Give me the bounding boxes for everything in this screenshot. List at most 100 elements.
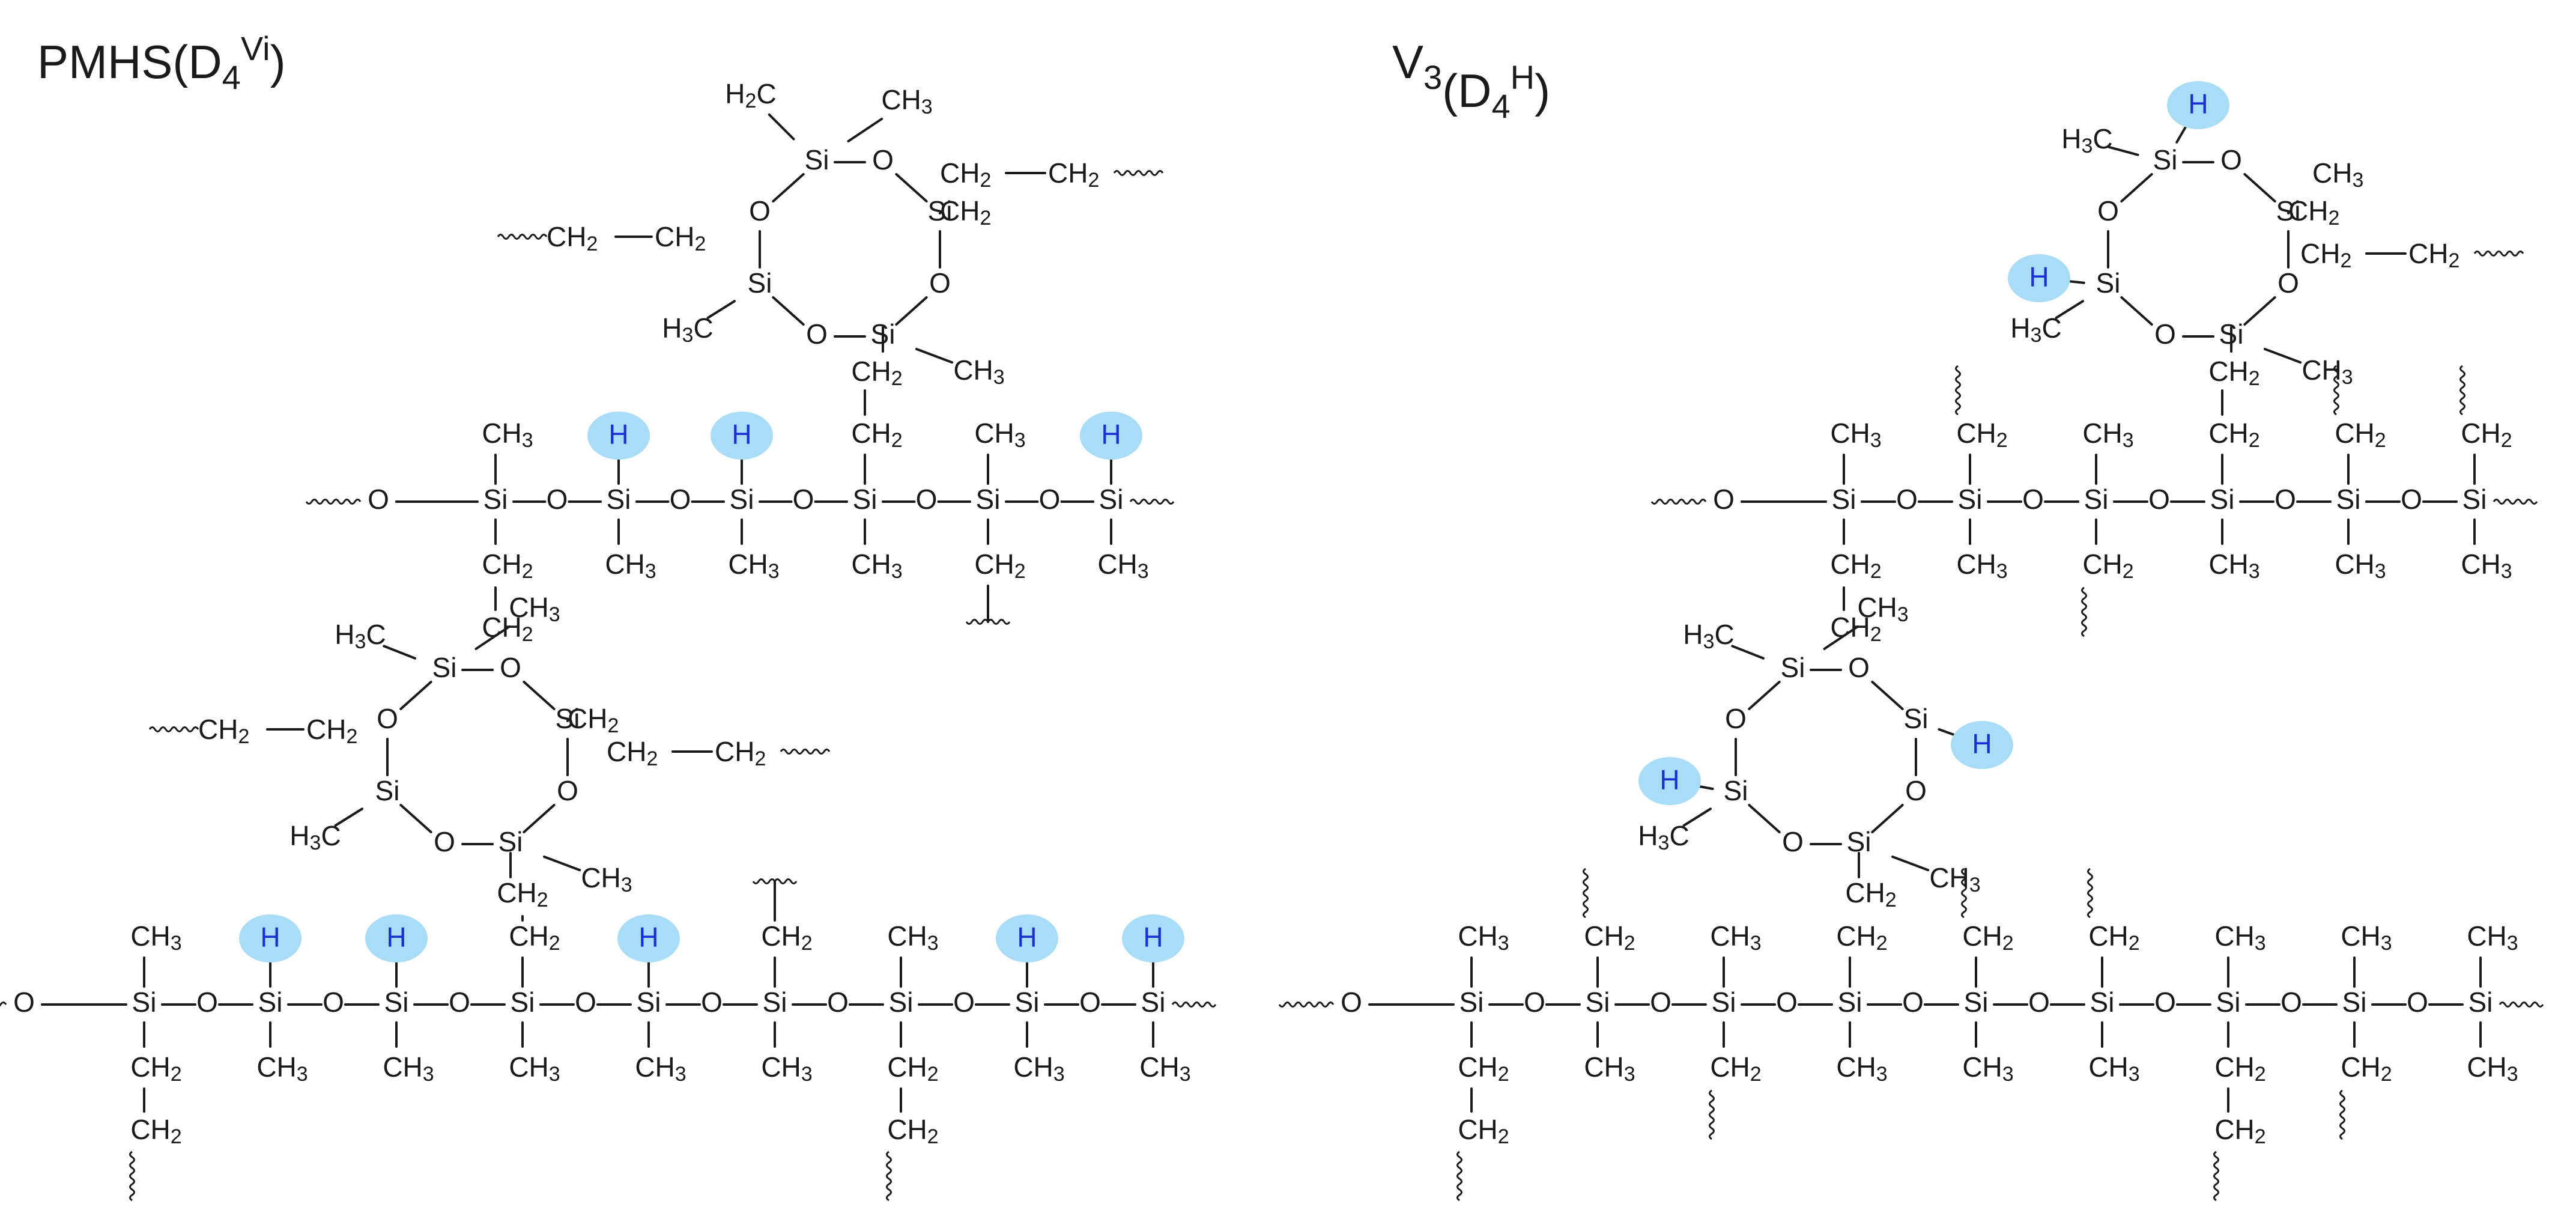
oxygen-atom: O bbox=[2407, 987, 2428, 1018]
si-h-highlight bbox=[996, 914, 1058, 962]
silicon-atom: Si bbox=[1712, 987, 1736, 1018]
chain-left-end bbox=[1278, 1002, 1335, 1008]
silicon-atom: Si bbox=[1958, 484, 1983, 515]
silicon-atom: Si bbox=[2210, 484, 2235, 515]
si-h-highlight bbox=[711, 412, 773, 460]
ring-bond bbox=[895, 173, 928, 202]
methylene-group: CH2 bbox=[1962, 920, 2013, 955]
methyl-group: CH3 bbox=[1013, 1051, 1064, 1086]
ring-silicon-atom: Si bbox=[928, 195, 953, 226]
methylene-group: CH2 bbox=[1956, 418, 2007, 452]
methylene-group: CH2 bbox=[2208, 418, 2259, 452]
ring-oxygen-atom: O bbox=[377, 703, 398, 734]
methyl-group: CH3 bbox=[1857, 592, 1908, 626]
methylene-group: CH2 bbox=[306, 714, 357, 748]
ring-bond bbox=[2120, 173, 2153, 202]
si-h-label: H bbox=[732, 419, 751, 450]
methylene-group: CH2 bbox=[1830, 549, 1881, 583]
ring-substituent-bond bbox=[1823, 625, 1859, 650]
methylene-group: CH2 bbox=[1048, 157, 1099, 192]
oxygen-atom: O bbox=[1896, 484, 1918, 515]
methylene-group: CH2 bbox=[1845, 877, 1896, 911]
ring-bond bbox=[2120, 296, 2153, 326]
oxygen-atom: O bbox=[2274, 484, 2296, 515]
ring-substituent-bond bbox=[1731, 645, 1765, 660]
methyl-group: CH3 bbox=[953, 354, 1004, 389]
methyl-group: CH3 bbox=[1830, 418, 1881, 452]
si-h-label: H bbox=[608, 419, 628, 450]
ring-silicon-atom: Si bbox=[805, 144, 829, 175]
oxygen-atom: O bbox=[2281, 987, 2302, 1018]
ring-substituent-bond bbox=[2108, 145, 2139, 156]
methyl-group: CH3 bbox=[1710, 920, 1761, 955]
methylene-group: CH2 bbox=[497, 877, 548, 911]
ring-bond bbox=[1748, 804, 1781, 833]
silicon-atom: Si bbox=[607, 484, 631, 515]
ethylene-bridge: CH2 CH2 bbox=[148, 714, 357, 748]
ring-substituent-bond bbox=[847, 118, 883, 142]
methyl-group: CH3 bbox=[2335, 549, 2386, 583]
silicon-atom: Si bbox=[132, 987, 157, 1018]
methyl-group: H3C bbox=[1638, 820, 1689, 854]
silicon-atom: Si bbox=[384, 987, 409, 1018]
chain-left-end bbox=[1650, 499, 1707, 505]
oxygen-atom: O bbox=[13, 987, 35, 1018]
methylene-group: CH2 bbox=[1830, 612, 1881, 646]
methylene-group: CH2 bbox=[198, 714, 249, 748]
si-h-highlight bbox=[239, 914, 302, 962]
silicon-atom: Si bbox=[2336, 484, 2361, 515]
methyl-group: CH3 bbox=[581, 862, 632, 896]
ring-bond bbox=[523, 681, 556, 710]
ring-bond bbox=[895, 296, 928, 326]
oxygen-atom: O bbox=[793, 484, 814, 515]
oxygen-atom: O bbox=[2154, 987, 2176, 1018]
crosslink-squiggle bbox=[780, 749, 831, 755]
si-h-highlight bbox=[1080, 412, 1142, 460]
methylene-group: CH2 bbox=[2082, 549, 2133, 583]
methyl-group: CH3 bbox=[1458, 920, 1509, 955]
si-h-highlight bbox=[617, 914, 680, 962]
silicon-atom: Si bbox=[2084, 484, 2109, 515]
ring-bond bbox=[1871, 804, 1904, 833]
ring-oxygen-atom: O bbox=[806, 318, 828, 350]
methyl-group: CH3 bbox=[2214, 920, 2265, 955]
methyl-group: CH3 bbox=[2088, 1051, 2139, 1086]
ring-silicon-atom: Si bbox=[2153, 144, 2178, 175]
ring-silicon-atom: Si bbox=[2276, 195, 2301, 226]
methyl-group: CH3 bbox=[2082, 418, 2133, 452]
silicon-atom: Si bbox=[511, 987, 535, 1018]
crosslink-squiggle bbox=[965, 619, 989, 625]
methyl-group: CH3 bbox=[130, 920, 181, 955]
oxygen-atom: O bbox=[1776, 987, 1798, 1018]
crosslink-squiggle bbox=[2339, 1089, 2345, 1140]
si-h-highlight bbox=[365, 914, 428, 962]
methyl-group: CH3 bbox=[2467, 920, 2518, 955]
oxygen-atom: O bbox=[1713, 484, 1735, 515]
si-h-label: H bbox=[260, 922, 280, 953]
si-h-label: H bbox=[1659, 764, 1679, 795]
methyl-group: CH3 bbox=[1139, 1051, 1190, 1086]
methyl-group: CH3 bbox=[635, 1051, 686, 1086]
methylene-group: CH2 bbox=[2335, 418, 2386, 452]
methyl-group: CH3 bbox=[974, 418, 1025, 452]
silicon-atom: Si bbox=[1141, 987, 1166, 1018]
si-h-highlight bbox=[1122, 914, 1184, 962]
silicon-atom: Si bbox=[1099, 484, 1124, 515]
ring-oxygen-atom: O bbox=[872, 144, 894, 175]
ring-silicon-atom: Si bbox=[1781, 652, 1805, 683]
crosslink-squiggle bbox=[2087, 868, 2093, 919]
si-h-label: H bbox=[1101, 419, 1121, 450]
crosslink-squiggle bbox=[2213, 1151, 2219, 1202]
methyl-group: CH3 bbox=[887, 920, 938, 955]
methyl-group: CH3 bbox=[1836, 1051, 1887, 1086]
methylene-group: CH2 bbox=[2461, 418, 2512, 452]
methyl-group: CH3 bbox=[1962, 1051, 2013, 1086]
silicon-atom: Si bbox=[2342, 987, 2367, 1018]
methylene-group: CH2 bbox=[715, 736, 766, 770]
oxygen-atom: O bbox=[1341, 987, 1362, 1018]
methylene-group: CH2 bbox=[2208, 356, 2259, 390]
oxygen-atom: O bbox=[916, 484, 938, 515]
si-h-highlight bbox=[2167, 81, 2229, 129]
